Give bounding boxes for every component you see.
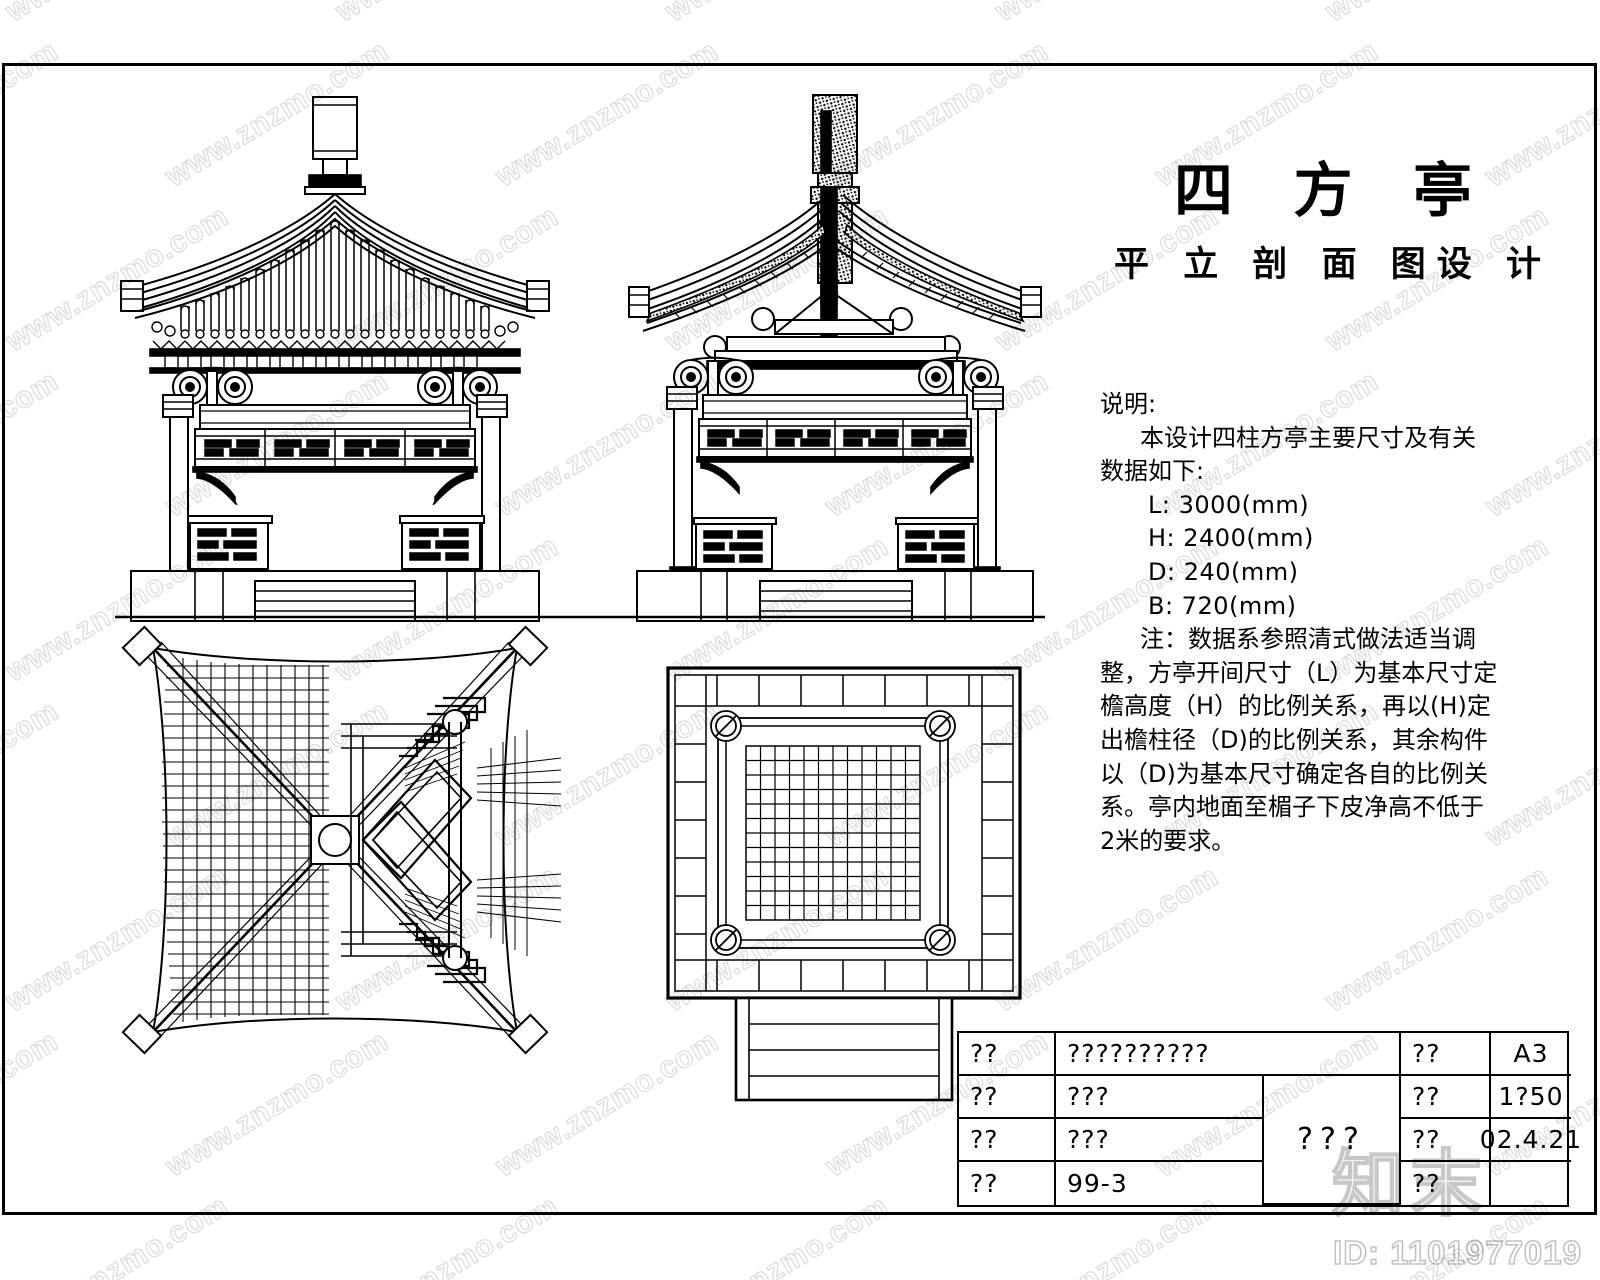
titleblock-value-3: ??? [1056, 1119, 1264, 1162]
titleblock-sheet-size: A3 [1491, 1033, 1571, 1076]
watermark-text: www.znzmo.com [329, 0, 565, 29]
titleblock-label-scale: ?? [1401, 1076, 1491, 1119]
sheet-border [2, 63, 1597, 1215]
titleblock-label-sheet-size: ?? [1401, 1033, 1491, 1076]
dimension-B: B: 720(mm) [1148, 591, 1297, 620]
floor-plan-drawing [666, 666, 1022, 1102]
titleblock-project-name: ?????????? [1056, 1033, 1401, 1076]
titleblock-date: 02.4.21 [1480, 1119, 1581, 1162]
front-elevation-drawing [120, 96, 550, 622]
titleblock-label-1: ?? [959, 1033, 1056, 1076]
ground-line [115, 615, 1045, 619]
notes-heading: 说明: [1100, 390, 1157, 418]
note-detail-7: 2米的要求。 [1100, 826, 1236, 855]
titleblock-drawing-number: 99-3 [1056, 1162, 1264, 1205]
title-block: ?? ?????????? ?? A3 ?? ??? ??? ?? 1?50 ?… [957, 1031, 1581, 1207]
note-detail-2: 整，方亭开间尺寸（L）为基本尺寸定 [1100, 658, 1498, 687]
titleblock-label-2: ?? [959, 1076, 1056, 1119]
watermark-text: www.znzmo.com [989, 0, 1225, 29]
dimension-L: L: 3000(mm) [1148, 490, 1310, 519]
note-detail-5: 以（D)为基本尺寸确定各自的比例关 [1100, 759, 1488, 788]
dimension-H: H: 2400(mm) [1148, 524, 1314, 553]
section-drawing [628, 94, 1042, 622]
watermark-text: www.znzmo.com [0, 0, 235, 29]
note-detail-6: 系。亭内地面至楣子下皮净高不低于 [1100, 793, 1484, 822]
watermark-text: www.znzmo.com [1319, 0, 1555, 29]
titleblock-scale: 1?50 [1491, 1076, 1571, 1119]
titleblock-label-4: ?? [959, 1162, 1056, 1205]
specification-notes: 说明: 本设计四柱方亭主要尺寸及有关 数据如下: L: 3000(mm) H: … [1100, 388, 1570, 858]
title-area: 四 方 亭 平 立 剖 面 图设 计 [1098, 160, 1568, 287]
notes-line-2: 数据如下: [1100, 457, 1205, 486]
titleblock-label-3: ?? [959, 1119, 1056, 1162]
note-detail-4: 出檐柱径（D)的比例关系，其余构件 [1100, 725, 1488, 754]
titleblock-value-2: ??? [1056, 1076, 1264, 1119]
id-watermark: ID: 1101977019 [1332, 1233, 1582, 1272]
note-detail-1: 注：数据系参照清式做法适当调 [1140, 625, 1476, 654]
titleblock-value-5 [1491, 1162, 1571, 1205]
titleblock-drawing-name: ??? [1264, 1076, 1401, 1205]
dimension-D: D: 240(mm) [1148, 557, 1299, 586]
brand-watermark: 知末 [1331, 1141, 1488, 1227]
titleblock-label-5: ?? [1401, 1162, 1491, 1205]
roof-framing-plan-drawing [121, 625, 562, 1055]
page-title: 四 方 亭 [1173, 156, 1493, 225]
note-detail-3: 檐高度（H）的比例关系，再以(H)定 [1100, 692, 1491, 721]
titleblock-label-date: ?? [1401, 1119, 1491, 1162]
watermark-text: www.znzmo.com [659, 0, 895, 29]
page-subtitle: 平 立 剖 面 图设 计 [1114, 244, 1552, 285]
notes-line-1: 本设计四柱方亭主要尺寸及有关 [1140, 423, 1476, 452]
